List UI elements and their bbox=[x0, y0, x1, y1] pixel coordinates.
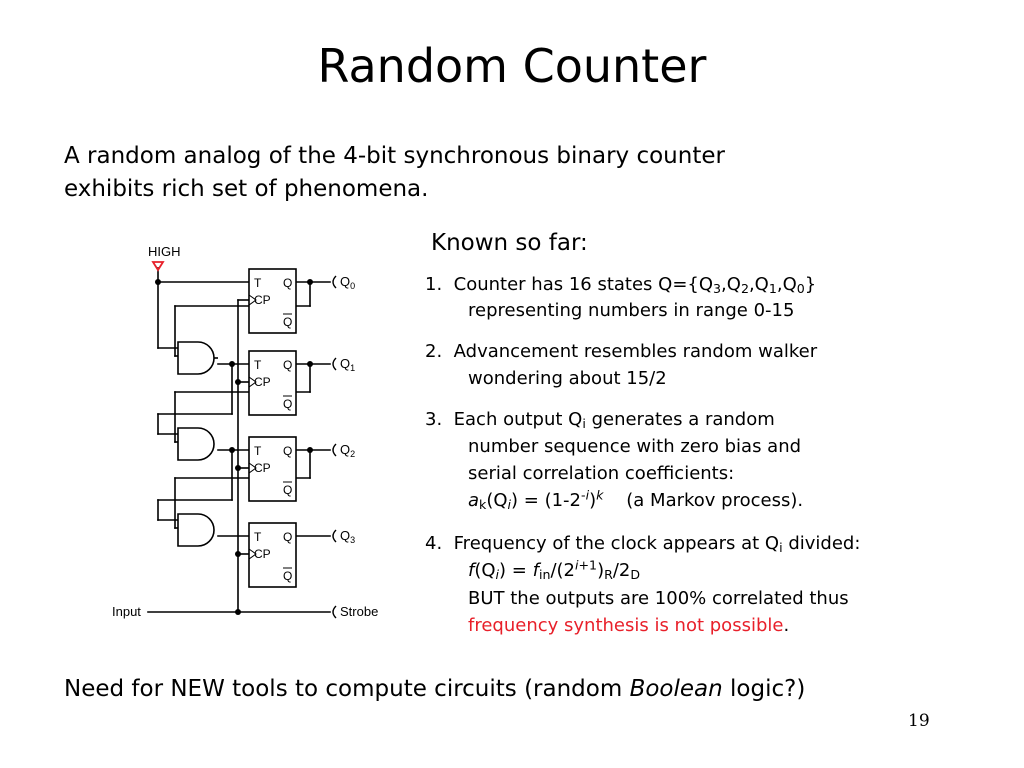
flip-flop-3: T CP Q Q bbox=[248, 522, 297, 588]
junction-dots bbox=[155, 279, 313, 615]
intro-paragraph: A random analog of the 4-bit synchronous… bbox=[64, 140, 964, 206]
svg-text:CP: CP bbox=[254, 375, 271, 389]
slide-title: Random Counter bbox=[317, 39, 707, 93]
list-item-3: 3. Each output Qi generates a random bbox=[425, 409, 775, 432]
high-label: HIGH bbox=[148, 244, 181, 259]
input-label: Input bbox=[112, 604, 141, 619]
output-label-q0: Q0 bbox=[340, 274, 355, 291]
output-label-q3: Q3 bbox=[340, 528, 355, 545]
svg-text:Q: Q bbox=[283, 483, 292, 497]
red-highlight-text: frequency synthesis is not possible bbox=[468, 615, 784, 636]
list-item-3-line-3: serial correlation coefficients: bbox=[468, 463, 735, 484]
list-item-2-line-2: wondering about 15/2 bbox=[468, 368, 667, 389]
high-source-icon bbox=[151, 261, 165, 272]
svg-text:Q: Q bbox=[283, 276, 292, 290]
list-item-3-line-2: number sequence with zero bias and bbox=[468, 436, 802, 457]
list-item-4-line-3: BUT the outputs are 100% correlated thus bbox=[468, 588, 849, 609]
q2-terminal-icon bbox=[332, 443, 337, 457]
intro-line-1: A random analog of the 4-bit synchronous… bbox=[64, 143, 725, 169]
and-gate-2 bbox=[177, 427, 215, 461]
markov-formula: ak(Qi) = (1-2-i)k (a Markov process). bbox=[468, 487, 804, 513]
flip-flop-2: T CP Q Q bbox=[248, 436, 297, 502]
and-gate-1 bbox=[177, 341, 215, 375]
svg-text:Q: Q bbox=[283, 569, 292, 583]
svg-text:T: T bbox=[254, 358, 262, 372]
list-item-2: 2. Advancement resembles random walker bbox=[425, 341, 818, 362]
output-label-q2: Q2 bbox=[340, 442, 355, 459]
flip-flop-1: T CP Q Q bbox=[248, 350, 297, 416]
known-heading: Known so far: bbox=[431, 230, 588, 256]
and-gate-3 bbox=[177, 513, 215, 547]
svg-text:CP: CP bbox=[254, 547, 271, 561]
q1-terminal-icon bbox=[332, 357, 337, 371]
footer-statement: Need for NEW tools to compute circuits (… bbox=[64, 676, 806, 702]
svg-text:CP: CP bbox=[254, 461, 271, 475]
strobe-label: Strobe bbox=[340, 604, 378, 619]
q0-terminal-icon bbox=[332, 275, 337, 289]
svg-text:T: T bbox=[254, 530, 262, 544]
intro-line-2: exhibits rich set of phenomena. bbox=[64, 176, 429, 202]
svg-text:Q: Q bbox=[283, 315, 292, 329]
list-item-4-line-4: frequency synthesis is not possible. bbox=[468, 615, 790, 636]
svg-text:T: T bbox=[254, 276, 262, 290]
list-item-4: 4. Frequency of the clock appears at Qi … bbox=[425, 533, 861, 556]
svg-text:Q: Q bbox=[283, 358, 292, 372]
svg-text:CP: CP bbox=[254, 293, 271, 307]
svg-text:Q: Q bbox=[283, 530, 292, 544]
svg-text:Q: Q bbox=[283, 397, 292, 411]
frequency-formula: f(Qi) = fin/(2i+1)R/2D bbox=[468, 557, 641, 583]
list-item-1: 1. Counter has 16 states Q={Q3,Q2,Q1,Q0} bbox=[425, 274, 817, 297]
svg-text:Q: Q bbox=[283, 444, 292, 458]
strobe-terminal-icon bbox=[332, 605, 337, 619]
svg-text:T: T bbox=[254, 444, 262, 458]
output-label-q1: Q1 bbox=[340, 356, 355, 373]
counter-circuit-diagram: HIGH T CP Q Q T CP Q Q T CP Q Q T CP Q Q bbox=[112, 244, 378, 619]
q3-terminal-icon bbox=[332, 529, 337, 543]
page-number: 19 bbox=[908, 711, 930, 731]
list-item-1-line-2: representing numbers in range 0-15 bbox=[468, 300, 795, 321]
flip-flop-0: T CP Q Q bbox=[248, 268, 297, 334]
